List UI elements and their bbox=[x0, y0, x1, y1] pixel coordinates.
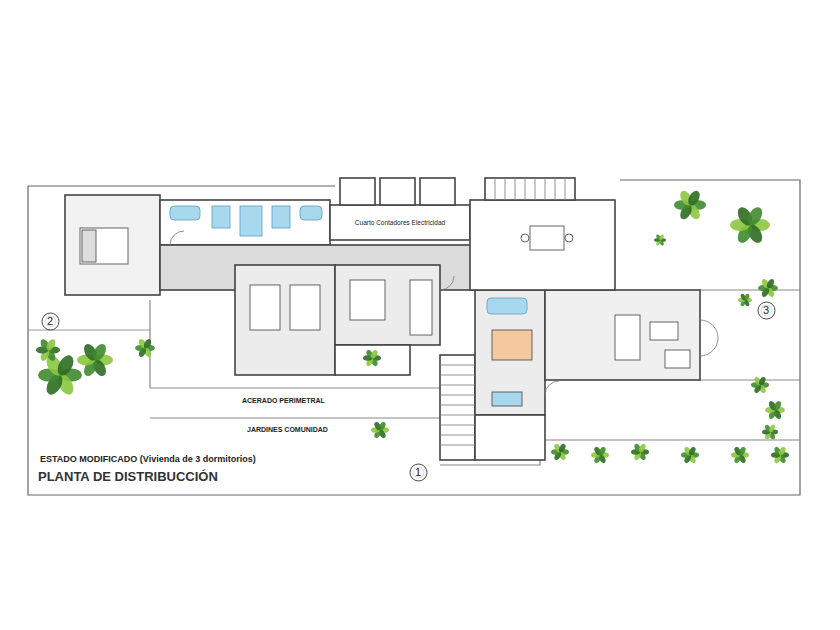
plant-leaf bbox=[772, 400, 782, 412]
callout-number: 1 bbox=[409, 463, 428, 482]
plant-leaf bbox=[378, 421, 387, 431]
plant-symbol bbox=[654, 234, 666, 246]
callout-ring bbox=[42, 313, 59, 330]
plant-leaf bbox=[686, 189, 702, 208]
plant-symbol bbox=[363, 349, 381, 367]
plant-symbol bbox=[591, 446, 609, 464]
plant-leaf bbox=[765, 278, 775, 290]
callout-ring bbox=[410, 464, 427, 481]
plant-symbol bbox=[681, 446, 699, 464]
plant-leaf bbox=[688, 446, 697, 456]
plant-leaf bbox=[558, 443, 567, 453]
plant-leaf bbox=[370, 349, 379, 359]
area-label: JARDINES COMUNIDAD bbox=[245, 426, 330, 434]
plant-leaf bbox=[778, 446, 787, 456]
plant-symbol bbox=[77, 342, 113, 379]
area-label: ACERADO PERIMETRAL bbox=[240, 397, 327, 405]
plant-symbol bbox=[771, 446, 789, 464]
bathroom-fixtures bbox=[170, 206, 527, 314]
callout-text: 1 bbox=[415, 466, 421, 478]
plant-leaf bbox=[658, 234, 664, 241]
rooms bbox=[65, 178, 700, 460]
callout-ring bbox=[758, 302, 775, 319]
callout-inner-ring bbox=[761, 305, 772, 316]
furniture bbox=[80, 226, 690, 406]
plant-symbol bbox=[631, 443, 649, 461]
plant-leaf bbox=[743, 293, 750, 301]
plant-symbol bbox=[731, 446, 749, 464]
plant-leaf bbox=[54, 353, 76, 379]
plant-symbol bbox=[758, 278, 778, 298]
plant-leaf bbox=[758, 376, 767, 386]
plant-symbol bbox=[762, 424, 778, 440]
door-swings bbox=[170, 231, 718, 395]
plant-symbol bbox=[765, 400, 785, 420]
plant-leaf bbox=[768, 424, 776, 433]
plan-subtitle: ESTADO MODIFICADO (Vivienda de 3 dormito… bbox=[38, 454, 258, 464]
callout-number: 2 bbox=[41, 312, 60, 331]
plant-leaf bbox=[142, 338, 152, 350]
plant-symbol bbox=[135, 338, 155, 358]
plant-leaf bbox=[638, 443, 647, 453]
plant-leaf bbox=[90, 342, 108, 363]
room-label-box: Cuarto Contadores Electricidad bbox=[333, 210, 467, 236]
plant-leaf bbox=[738, 446, 747, 456]
plant-symbol bbox=[730, 205, 770, 246]
callout-inner-ring bbox=[45, 316, 56, 327]
garden-plants bbox=[36, 189, 789, 464]
plant-leaf bbox=[45, 338, 57, 352]
plant-symbol bbox=[738, 293, 752, 307]
plan-title: PLANTA DE DISTRIBUCCIÓN bbox=[38, 470, 218, 485]
plant-symbol bbox=[551, 443, 569, 461]
callout-number: 3 bbox=[757, 301, 776, 320]
plant-symbol bbox=[371, 421, 389, 439]
plant-symbol bbox=[751, 376, 769, 394]
callout-text: 3 bbox=[763, 304, 769, 316]
plant-symbol bbox=[674, 189, 706, 222]
site-boundary bbox=[28, 180, 800, 495]
stairs bbox=[440, 178, 565, 445]
plant-leaf bbox=[598, 446, 607, 456]
room-name: Cuarto Contadores Electricidad bbox=[355, 219, 445, 226]
plant-symbol bbox=[36, 338, 60, 362]
callout-text: 2 bbox=[47, 315, 53, 327]
callout-inner-ring bbox=[413, 467, 424, 478]
plant-leaf bbox=[745, 205, 765, 228]
